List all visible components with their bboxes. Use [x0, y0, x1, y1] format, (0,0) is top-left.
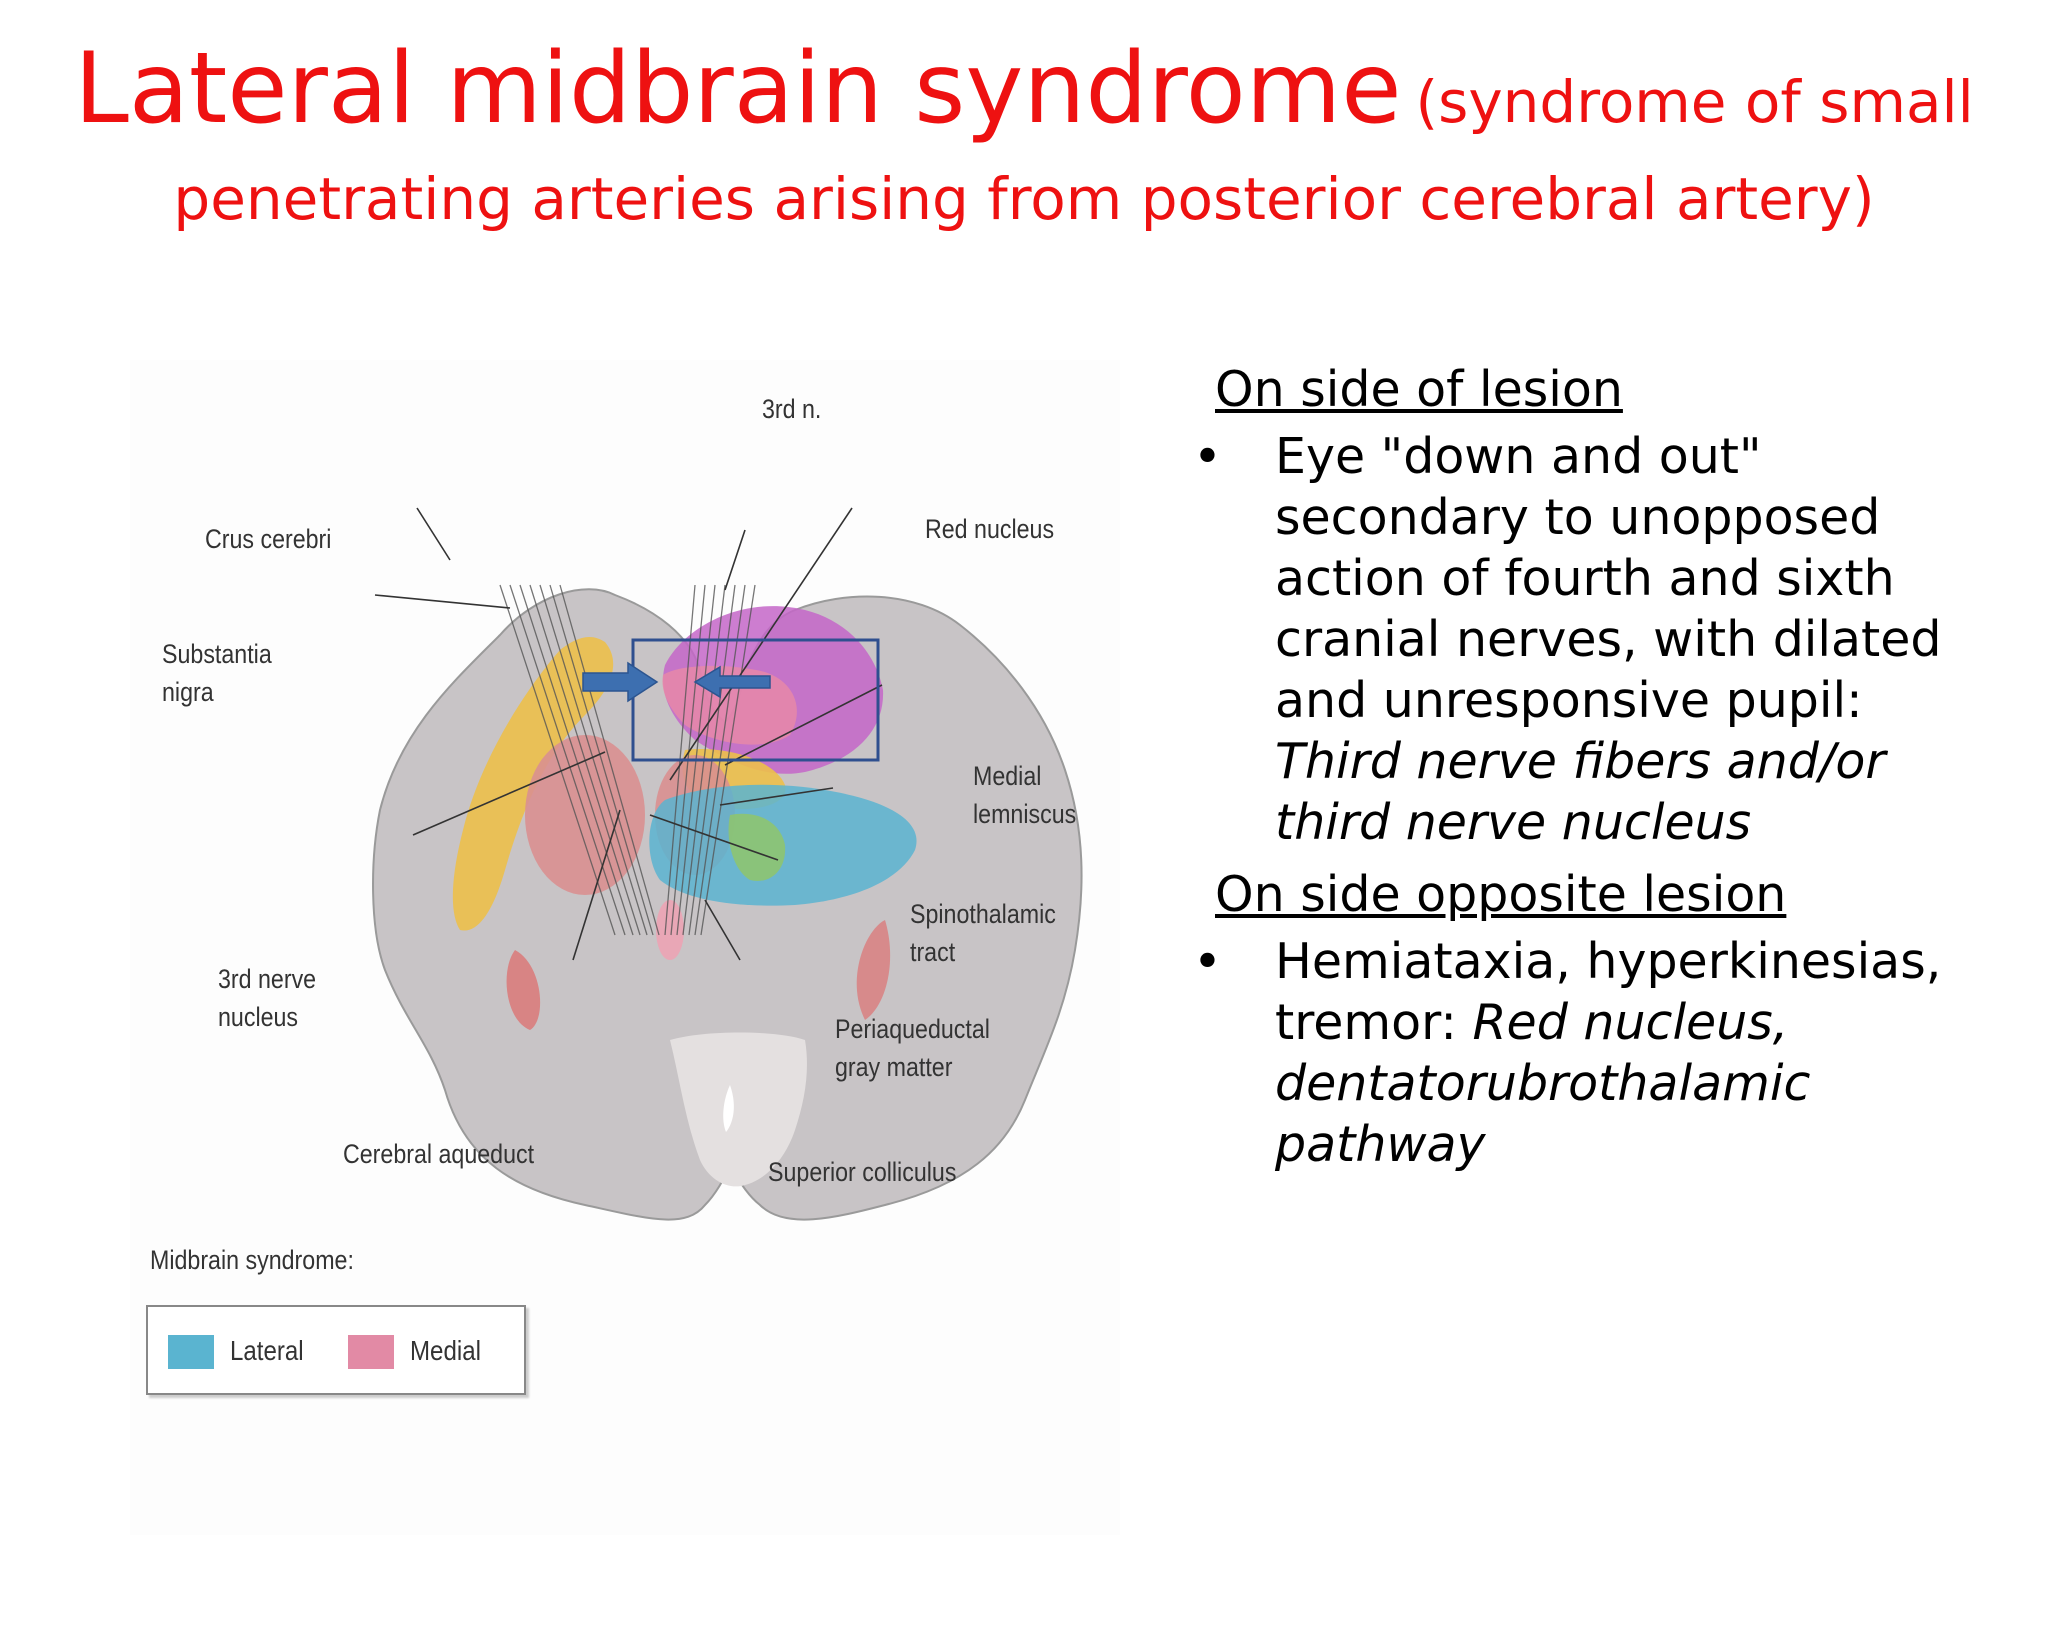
bullet-italic-contralateral: Red nucleus, dentatorubrothalamic pathwa…	[1275, 994, 1811, 1173]
legend: Lateral Medial	[146, 1305, 526, 1395]
aqueduct-region	[670, 1032, 807, 1187]
label-cerebral-aqueduct: Cerebral aqueduct	[343, 1139, 535, 1169]
third-nerve-nucleus-left	[656, 900, 684, 960]
bullet-item-ipsilateral: • Eye "down and out" secondary to unoppo…	[1185, 426, 1985, 853]
bullet-text-contralateral: Hemiataxia, hyperkinesias, tremor: Red n…	[1275, 931, 1985, 1175]
leader-lines	[374, 507, 883, 961]
title-main: Lateral midbrain syndrome	[74, 32, 1402, 146]
label-gray-matter: gray matter	[835, 1052, 953, 1082]
midbrain-cross-section	[372, 507, 1083, 1221]
legend-label-lateral: Lateral	[230, 1335, 304, 1366]
green-region-right	[728, 813, 786, 881]
title-subtitle-part-1: (syndrome of small	[1415, 68, 1974, 136]
title-subtitle-part-2: penetrating arteries arising from poster…	[173, 165, 1875, 233]
spinothalamic-right	[856, 920, 891, 1020]
label-tract: tract	[910, 937, 956, 967]
label-third-nerve: 3rd n.	[762, 394, 822, 424]
label-periaqueductal: Periaqueductal	[835, 1014, 990, 1044]
legend-label-medial: Medial	[410, 1335, 481, 1366]
lesion-highlight-box	[631, 638, 880, 762]
label-medial: Medial	[973, 761, 1042, 791]
section-heading-contralateral: On side opposite lesion	[1215, 866, 1787, 923]
label-crus-cerebri: Crus cerebri	[205, 524, 332, 554]
bullet-body-ipsilateral: Eye "down and out" secondary to unoppose…	[1275, 428, 1942, 729]
label-lemniscus: lemniscus	[973, 799, 1077, 829]
text-panel: On side of lesion • Eye "down and out" s…	[1185, 360, 1985, 1175]
bullet-text-ipsilateral: Eye "down and out" secondary to unoppose…	[1275, 426, 1985, 853]
label-red-nucleus: Red nucleus	[925, 514, 1055, 544]
legend-swatch-lateral	[168, 1335, 214, 1369]
slide-title: Lateral midbrain syndrome(syndrome of sm…	[0, 40, 2048, 232]
legend-swatch-medial	[348, 1335, 394, 1369]
section-heading-ipsilateral: On side of lesion	[1215, 361, 1623, 418]
title-line-1: Lateral midbrain syndrome(syndrome of sm…	[0, 40, 2048, 138]
legend-title: Midbrain syndrome:	[150, 1245, 354, 1275]
spinothalamic-left	[506, 950, 541, 1030]
label-spinothalamic: Spinothalamic	[910, 899, 1056, 929]
bullet-italic-ipsilateral: Third nerve fibers and/or third nerve nu…	[1275, 733, 1886, 851]
label-superior-colliculus: Superior colliculus	[768, 1157, 957, 1187]
label-nigra: nigra	[162, 677, 214, 707]
bullet-item-contralateral: • Hemiataxia, hyperkinesias, tremor: Red…	[1185, 931, 1985, 1175]
label-third-nerve-nucleus-2: nucleus	[218, 1002, 299, 1032]
arrow-left	[693, 665, 771, 699]
bullet-marker: •	[1193, 933, 1222, 990]
label-substantia: Substantia	[162, 639, 272, 669]
arrow-right	[582, 661, 659, 703]
bullet-body-contralateral: Hemiataxia, hyperkinesias, tremor:	[1275, 933, 1942, 1051]
aqueduct	[723, 1085, 734, 1132]
bullet-marker: •	[1193, 428, 1222, 485]
label-third-nerve-nucleus-1: 3rd nerve	[218, 964, 317, 994]
